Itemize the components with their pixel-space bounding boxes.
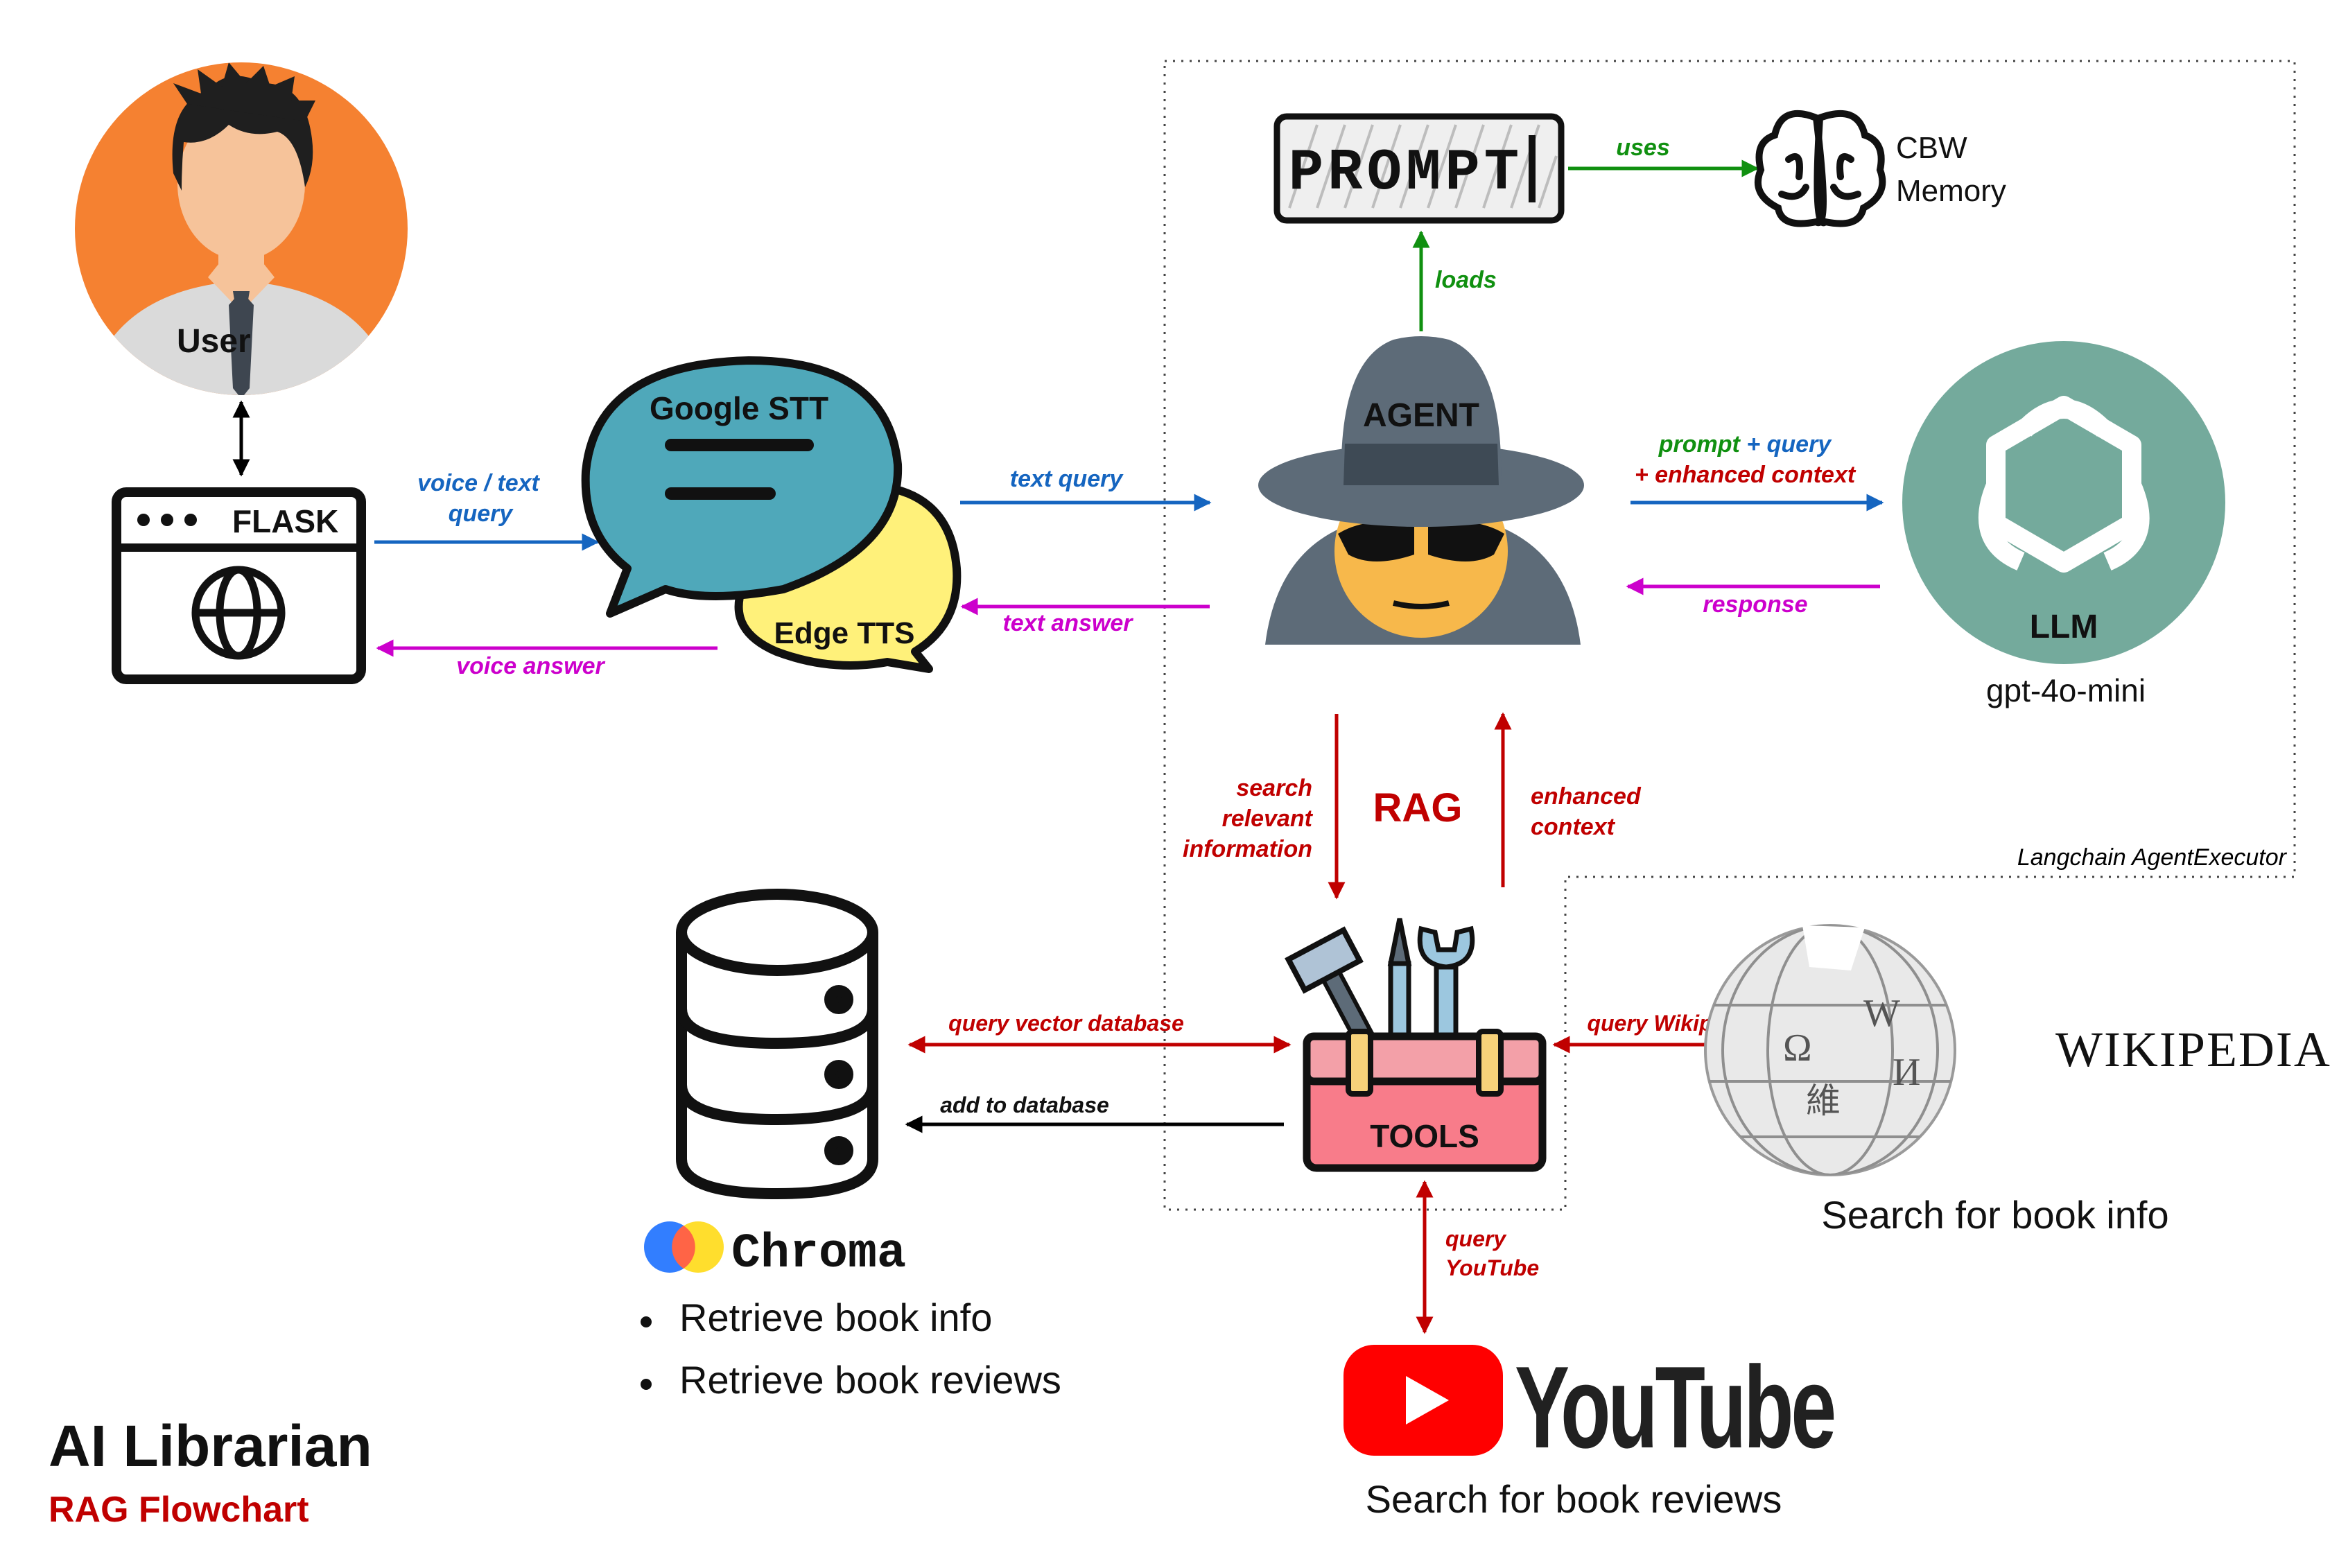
text-answer-label: text answer — [1002, 610, 1133, 636]
svg-text:維: 維 — [1806, 1081, 1841, 1120]
youtube-caption: Search for book reviews — [1366, 1477, 1782, 1521]
search-relevant-label-3: information — [1183, 836, 1312, 862]
tts-label: Edge TTS — [774, 616, 915, 650]
speech-bubble-icon: Edge TTS Google STT — [581, 356, 962, 673]
svg-text:W: W — [1863, 992, 1900, 1035]
stt-label: Google STT — [650, 390, 828, 426]
llm-label: LLM — [2030, 609, 2098, 645]
agent-label: AGENT — [1363, 397, 1479, 434]
wikipedia-wordmark: WIKIPEDIA — [2055, 1022, 2331, 1077]
youtube-play-icon[interactable] — [1343, 1345, 1503, 1456]
tools-label: TOOLS — [1370, 1118, 1479, 1154]
query-vector-db-label: query vector database — [948, 1011, 1184, 1036]
query-youtube-label-2: YouTube — [1445, 1255, 1539, 1280]
user-label: User — [177, 323, 251, 360]
memory-label-line2: Memory — [1896, 174, 2006, 208]
chroma-label: Chroma — [731, 1227, 906, 1282]
response-label: response — [1703, 591, 1807, 618]
voice-answer-label: voice answer — [456, 653, 605, 679]
toolbox-icon: TOOLS — [1285, 918, 1547, 1172]
youtube-wordmark: YouTube — [1515, 1342, 1834, 1472]
page-title: AI Librarian — [49, 1413, 372, 1479]
agent-spy-icon: AGENT — [1258, 336, 1584, 645]
bullet-dot — [641, 1379, 652, 1390]
prompt-query-label-1: prompt + query — [1658, 431, 1833, 458]
chroma-logo-icon — [644, 1221, 724, 1273]
search-relevant-label-2: relevant — [1222, 805, 1314, 832]
prompt-query-label-2: + enhanced context — [1635, 462, 1856, 488]
voice-text-query-label-2: query — [449, 500, 514, 527]
loads-label: loads — [1435, 267, 1497, 293]
svg-text:И: И — [1893, 1051, 1920, 1094]
browser-globe-icon[interactable]: FLASK — [112, 487, 366, 684]
rag-label: RAG — [1373, 785, 1463, 830]
bullet-dot — [641, 1316, 652, 1327]
enhanced-context-label-2: context — [1531, 814, 1616, 840]
agent-executor-label: Langchain AgentExecutor — [2017, 844, 2288, 871]
text-query-label: text query — [1010, 466, 1124, 492]
openai-logo-icon: LLM — [1902, 341, 2225, 664]
brain-icon — [1755, 110, 1886, 227]
wikipedia-caption: Search for book info — [1821, 1193, 2168, 1237]
chroma-bullet-1: Retrieve book info — [679, 1296, 992, 1339]
prompt-box: PROMPT — [1273, 113, 1565, 224]
user-avatar-icon: User — [75, 62, 408, 395]
page-subtitle: RAG Flowchart — [49, 1490, 309, 1530]
add-to-db-label: add to database — [940, 1092, 1109, 1117]
query-youtube-label-1: query — [1445, 1226, 1507, 1251]
memory-label-line1: CBW — [1896, 131, 1967, 165]
wikipedia-globe-icon: W Ω И 維 — [1704, 924, 1956, 1176]
database-icon — [676, 889, 878, 1200]
svg-text:Ω: Ω — [1783, 1027, 1812, 1070]
flask-label: FLASK — [232, 503, 338, 539]
prompt-label: PROMPT — [1289, 141, 1523, 207]
enhanced-context-label-1: enhanced — [1531, 783, 1642, 810]
chroma-bullet-2: Retrieve book reviews — [679, 1358, 1061, 1402]
llm-model-label: gpt-4o-mini — [1986, 672, 2146, 708]
voice-text-query-label-1: voice / text — [417, 470, 540, 496]
uses-label: uses — [1616, 134, 1670, 161]
search-relevant-label-1: search — [1236, 775, 1312, 801]
